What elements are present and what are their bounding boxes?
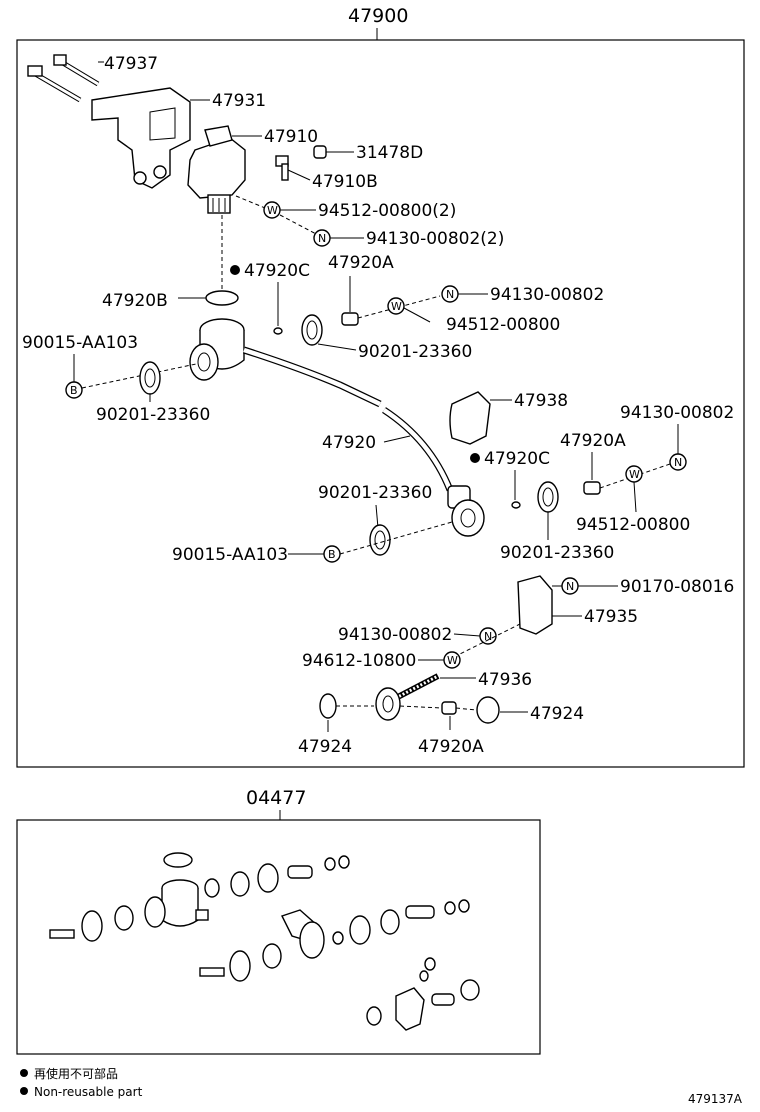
label-90201-23360-c: 90201-23360 (318, 483, 432, 503)
legend-line2: Non-reusable part (34, 1085, 143, 1099)
bushing-47924-left[interactable] (319, 693, 337, 719)
svg-text:N: N (674, 456, 682, 469)
label-47937: 47937 (104, 54, 158, 74)
label-47924-b: 47924 (530, 704, 584, 724)
bolt-icon: B (65, 381, 83, 399)
assembly-number-main: 47900 (348, 5, 408, 27)
screw-47910B[interactable] (275, 155, 289, 181)
seal-47920C[interactable] (273, 327, 283, 335)
pin-47920A-lower[interactable] (441, 701, 457, 715)
valve-47910[interactable] (187, 125, 246, 214)
washer-90201-23360[interactable] (301, 314, 323, 346)
label-90015-AA103-a: 90015-AA103 (22, 333, 138, 353)
label-47935: 47935 (584, 607, 638, 627)
legend-dot (20, 1087, 28, 1095)
label-47910: 47910 (264, 127, 318, 147)
svg-text:N: N (484, 630, 492, 643)
label-47920B: 47920B (102, 291, 168, 311)
label-94512-00800-2: 94512-00800(2) (318, 201, 456, 221)
lever-47935[interactable] (517, 575, 553, 635)
label-94130-00802-c: 94130-00802 (338, 625, 452, 645)
svg-text:B: B (70, 384, 78, 397)
washer-icon: W (625, 465, 643, 483)
label-47920C-a: 47920C (244, 261, 310, 281)
washer-icon: W (443, 651, 461, 669)
pin-47920A[interactable] (341, 312, 359, 326)
label-90201-23360-a: 90201-23360 (358, 342, 472, 362)
washer-icon: W (387, 297, 405, 315)
nut-icon: N (479, 627, 497, 645)
label-31478D: 31478D (356, 143, 423, 163)
washer-90201-23360-right[interactable] (537, 481, 559, 513)
label-94130-00802-b: 94130-00802 (620, 403, 734, 423)
label-47931: 47931 (212, 91, 266, 111)
label-94512-00800-b: 94512-00800 (576, 515, 690, 535)
nut-icon: N (313, 229, 331, 247)
washer-90201-23360-left[interactable] (139, 361, 161, 395)
svg-text:W: W (391, 300, 402, 313)
svg-text:N: N (446, 288, 454, 301)
nut-icon: N (561, 577, 579, 595)
svg-text:W: W (267, 204, 278, 217)
bracket-47931[interactable] (91, 87, 191, 189)
nut-icon: N (669, 453, 687, 471)
label-90201-23360-d: 90201-23360 (500, 543, 614, 563)
svg-text:B: B (328, 548, 336, 561)
svg-text:N: N (318, 232, 326, 245)
non-reusable-dot (470, 453, 480, 463)
seal-47920C-right[interactable] (511, 501, 521, 509)
svg-text:W: W (629, 468, 640, 481)
washer-90201-23360-mid[interactable] (369, 524, 391, 556)
label-47938: 47938 (514, 391, 568, 411)
nut-icon: N (441, 285, 459, 303)
svg-text:W: W (447, 654, 458, 667)
non-reusable-dot (230, 265, 240, 275)
label-94130-00802-2: 94130-00802(2) (366, 229, 504, 249)
cap-31478D[interactable] (313, 145, 327, 159)
kit-parts (49, 852, 480, 1031)
label-47920A-a: 47920A (328, 253, 394, 273)
label-90170-08016: 90170-08016 (620, 577, 734, 597)
pin-47920A-right[interactable] (583, 481, 601, 495)
cup-body[interactable] (189, 318, 245, 381)
label-47910B: 47910B (312, 172, 378, 192)
label-47920A-b: 47920A (560, 431, 626, 451)
label-90015-AA103-b: 90015-AA103 (172, 545, 288, 565)
oring-47920B[interactable] (205, 290, 239, 306)
label-47924-a: 47924 (298, 737, 352, 757)
assembly-number-kit: 04477 (246, 787, 306, 809)
label-94512-00800-a: 94512-00800 (446, 315, 560, 335)
washer-icon: W (263, 201, 281, 219)
bolt-icon: B (323, 545, 341, 563)
kit-frame (16, 819, 541, 1055)
label-94612-10800: 94612-10800 (302, 651, 416, 671)
label-90201-23360-b: 90201-23360 (96, 405, 210, 425)
label-47920A-c: 47920A (418, 737, 484, 757)
diagram-id: 479137A (688, 1092, 743, 1106)
label-94130-00802-a: 94130-00802 (490, 285, 604, 305)
legend-line1: 再使用不可部品 (34, 1066, 118, 1081)
legend-dot (20, 1069, 28, 1077)
label-47936: 47936 (478, 670, 532, 690)
cover-47938[interactable] (449, 391, 491, 445)
bushing-47924-right[interactable] (476, 696, 500, 724)
main-assembly-frame (16, 39, 745, 768)
svg-text:N: N (566, 580, 574, 593)
label-47920: 47920 (322, 433, 376, 453)
rod-47936[interactable] (375, 673, 440, 721)
label-47920C-b: 47920C (484, 449, 550, 469)
banjo-lower[interactable] (447, 485, 485, 537)
bolt-47937[interactable] (27, 54, 100, 103)
